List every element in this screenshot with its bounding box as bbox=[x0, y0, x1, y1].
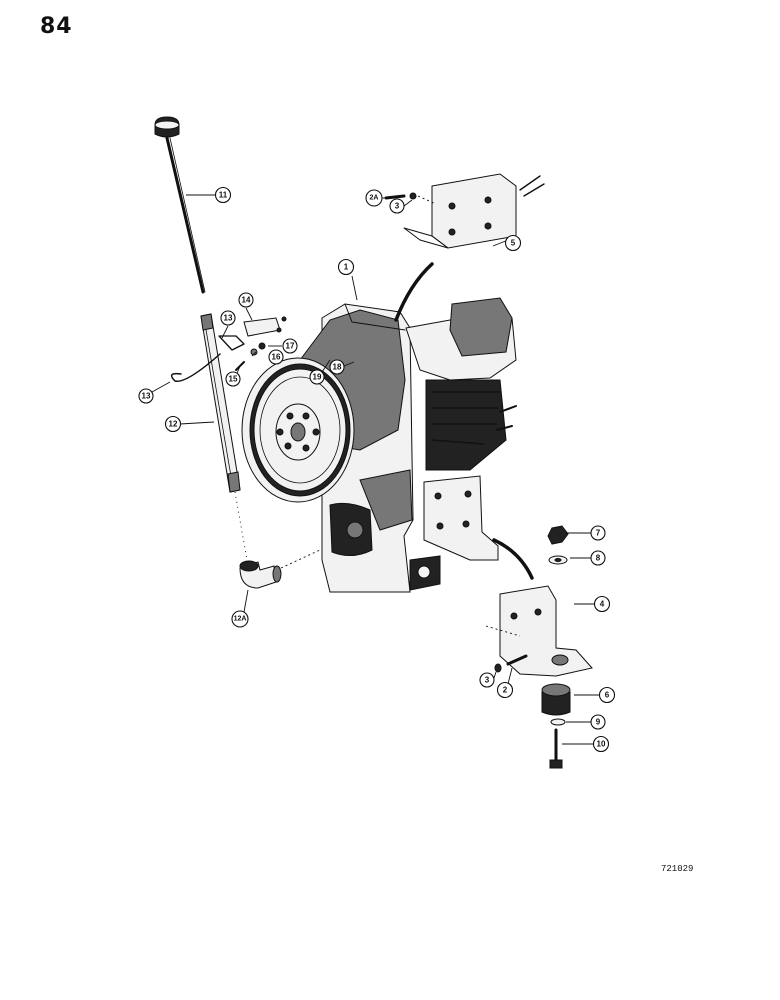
dipstick bbox=[154, 116, 206, 294]
page-number: 84 bbox=[40, 14, 73, 39]
fill-tube bbox=[200, 313, 248, 561]
callout-1: 1 bbox=[337, 258, 355, 276]
callout-label: 10 bbox=[597, 740, 606, 749]
assembly-arrows bbox=[394, 262, 534, 580]
callout-label: 4 bbox=[600, 600, 605, 609]
callout-12: 12 bbox=[164, 415, 182, 433]
upper-bracket bbox=[384, 173, 545, 249]
callout-9: 9 bbox=[590, 714, 606, 730]
lower-mount-bracket bbox=[485, 585, 593, 677]
callout-label: 2A bbox=[370, 195, 379, 202]
callout-13-upper: 13 bbox=[220, 310, 236, 326]
callout-7: 7 bbox=[590, 525, 606, 541]
callout-13-left: 13 bbox=[138, 388, 154, 404]
callout-3-upper: 3 bbox=[389, 198, 405, 214]
control-valve-assembly bbox=[405, 297, 517, 471]
callout-label: 18 bbox=[333, 363, 342, 372]
callout-label: 3 bbox=[485, 676, 490, 685]
callout-label: 12 bbox=[169, 420, 178, 429]
callout-label: 2 bbox=[503, 686, 508, 695]
callout-14: 14 bbox=[238, 292, 254, 308]
callout-11: 11 bbox=[214, 186, 232, 204]
callout-label: 13 bbox=[142, 392, 151, 401]
front-mount-pad bbox=[423, 475, 499, 561]
callout-label: 11 bbox=[219, 191, 228, 200]
callout-6: 6 bbox=[598, 686, 616, 704]
callout-label: 8 bbox=[596, 554, 601, 563]
callout-15: 15 bbox=[225, 371, 241, 387]
nut-washer-stack bbox=[547, 525, 569, 565]
callout-16: 16 bbox=[268, 349, 284, 365]
callout-18: 18 bbox=[329, 359, 345, 375]
callout-10: 10 bbox=[592, 735, 610, 753]
callout-label: 15 bbox=[229, 375, 238, 384]
leader-lines bbox=[151, 194, 600, 745]
bracket-plate-small bbox=[235, 316, 287, 371]
callout-3-lower: 3 bbox=[479, 672, 495, 688]
callout-label: 13 bbox=[224, 314, 233, 323]
callout-4: 4 bbox=[593, 595, 611, 613]
callout-8: 8 bbox=[590, 550, 606, 566]
clip bbox=[170, 335, 245, 382]
callout-label: 7 bbox=[596, 529, 601, 538]
callout-label: 1 bbox=[344, 263, 349, 272]
callout-17: 17 bbox=[282, 338, 298, 354]
callout-label: 5 bbox=[511, 239, 516, 248]
callout-label: 6 bbox=[605, 691, 610, 700]
callout-label: 17 bbox=[286, 342, 295, 351]
callout-2: 2 bbox=[496, 681, 514, 699]
callout-label: 19 bbox=[313, 373, 322, 382]
lower-bolt bbox=[494, 654, 528, 673]
callout-19: 19 bbox=[309, 369, 325, 385]
callout-label: 9 bbox=[596, 718, 601, 727]
flywheel bbox=[241, 357, 355, 503]
callout-12a: 12A bbox=[231, 610, 249, 628]
callout-2a: 2A bbox=[365, 189, 383, 207]
isolator-stack bbox=[541, 683, 571, 769]
callout-label: 14 bbox=[242, 296, 251, 305]
elbow-fitting bbox=[239, 549, 321, 589]
figure-code: 721029 bbox=[661, 864, 694, 874]
callout-5: 5 bbox=[504, 234, 522, 252]
callout-label: 16 bbox=[272, 353, 281, 362]
callout-label: 3 bbox=[395, 202, 400, 211]
callout-label: 12A bbox=[234, 616, 247, 623]
